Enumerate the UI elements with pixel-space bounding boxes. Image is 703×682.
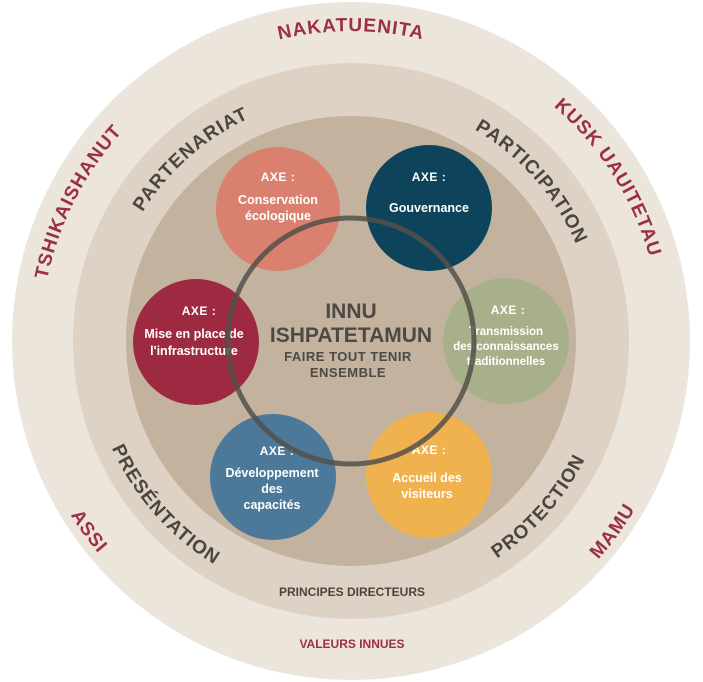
axis-conservation: AXE : Conservation écologique [216,147,340,271]
axis-label-line: Conservation [238,193,318,207]
center-title-line1: INNU [325,300,376,323]
values-caption: VALEURS INNUES [299,637,404,651]
center-subtitle-line1: FAIRE TOUT TENIR [284,349,412,364]
axis-transmission: AXE : Transmission des connaissances tra… [443,278,569,404]
axis-label-line: Transmission [469,326,543,338]
axis-circle [216,147,340,271]
axis-accueil: AXE : Accueil des visiteurs [366,412,492,538]
axis-label-line: capacités [244,498,301,512]
axis-label-line: Accueil des [392,471,462,485]
principles-caption: PRINCIPES DIRECTEURS [279,585,425,599]
axis-label-line: des connaissances [453,341,558,353]
axis-label-line: visiteurs [401,487,452,501]
axis-circle [133,279,259,405]
axis-circle [366,412,492,538]
center-subtitle-line2: ENSEMBLE [310,365,386,380]
axis-circle [443,278,569,404]
center-title-line2: ISHPATETAMUN [270,324,432,347]
axis-label-line: Gouvernance [389,201,469,215]
axis-heading: AXE : [412,443,447,457]
axis-gouvernance: AXE : Gouvernance [366,145,492,271]
axis-heading: AXE : [261,170,296,184]
axis-developpement: AXE : Développement des capacités [210,414,336,540]
axis-label-line: des [261,482,283,496]
axis-heading: AXE : [412,170,447,184]
center-circle [225,215,477,467]
axis-label-line: écologique [245,209,311,223]
axis-circle [210,414,336,540]
axis-heading: AXE : [182,304,217,318]
axis-label-line: Développement [225,466,319,480]
axis-heading: AXE : [491,303,526,317]
axis-label-line: traditionnelles [467,356,546,368]
axis-circle [366,145,492,271]
axis-infrastructure: AXE : Mise en place de l'infrastructure [133,279,259,405]
axis-label-line: Mise en place de [144,327,243,341]
axis-label-line: l'infrastructure [150,344,238,358]
